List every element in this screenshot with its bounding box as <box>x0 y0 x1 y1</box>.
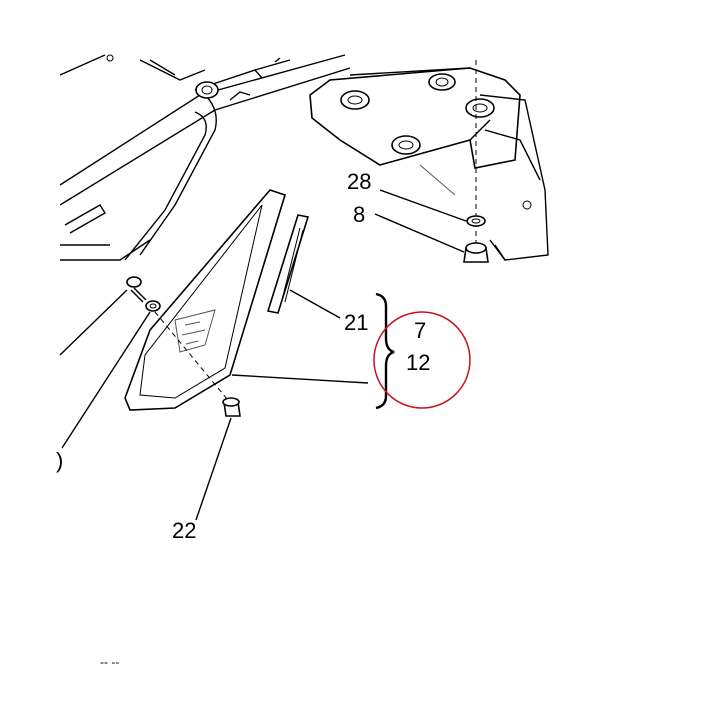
callout-8: 8 <box>353 202 365 227</box>
strip-part-21 <box>266 214 310 314</box>
callout-left-partial: ) <box>56 448 63 473</box>
side-cover-panel <box>124 189 286 411</box>
highlight-circle <box>373 311 471 409</box>
callout-28: 28 <box>347 169 371 194</box>
brace-symbol <box>375 292 395 410</box>
assembly-axis <box>154 311 233 406</box>
leader-lines <box>59 189 467 521</box>
callout-12: 12 <box>406 350 430 375</box>
washer-part-28 <box>466 215 486 227</box>
bolt-upper <box>126 276 161 312</box>
grommet-part-22 <box>222 397 241 417</box>
mounting-bracket <box>309 60 549 261</box>
nut-part-8 <box>463 242 489 263</box>
callout-bottom-partial: -- -- <box>100 655 119 669</box>
callout-21: 21 <box>344 310 368 335</box>
callout-7: 7 <box>414 318 426 343</box>
frame-assembly <box>59 54 351 261</box>
callout-22: 22 <box>172 518 196 543</box>
